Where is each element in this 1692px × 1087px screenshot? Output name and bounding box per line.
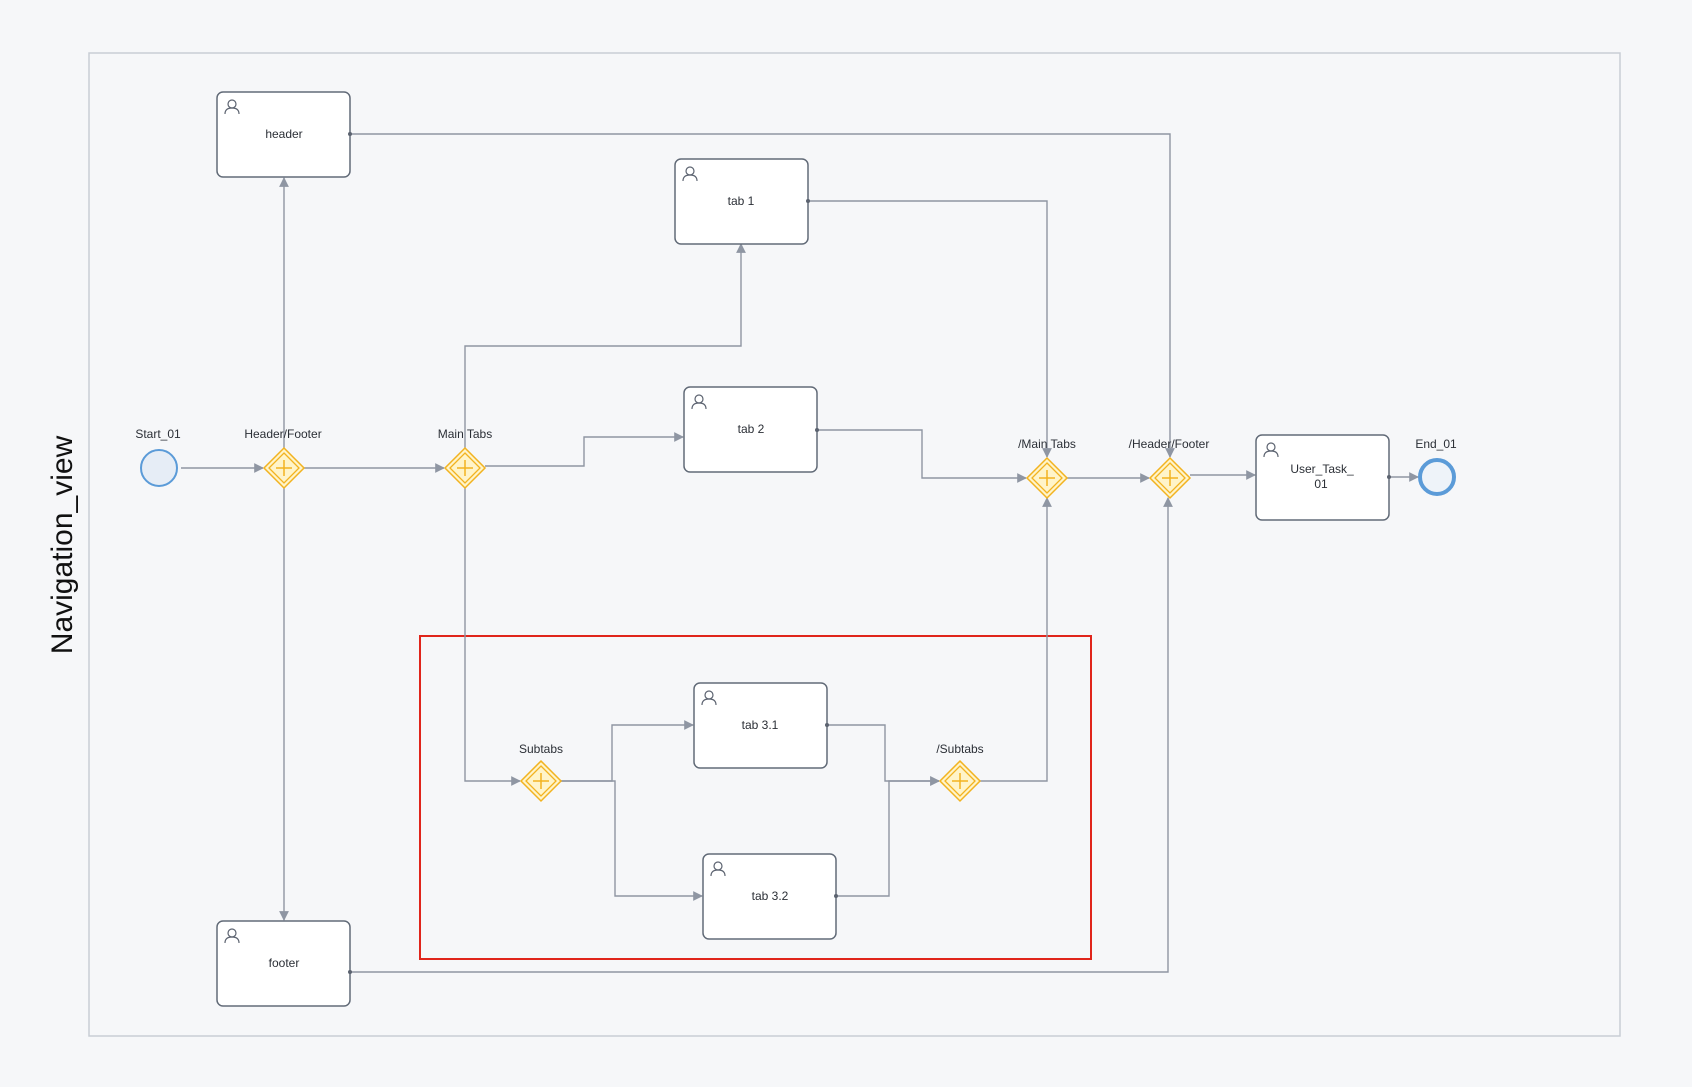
- pool-title: Navigation_view: [46, 435, 79, 654]
- pool-frame: [88, 52, 1621, 1037]
- task-tab2-label: tab 2: [738, 422, 765, 436]
- gateway-subtabs-join[interactable]: /Subtabs: [936, 742, 984, 802]
- flow-main-tabs-to-tab2[interactable]: [485, 432, 684, 467]
- flow-tab2-to-main-tabs-join[interactable]: [817, 429, 1027, 483]
- task-tab32-label: tab 3.2: [752, 889, 789, 903]
- flow-subtabs-join-to-main-tabs-join[interactable]: [980, 497, 1052, 782]
- flow-subtabs-to-tab32[interactable]: [561, 780, 703, 901]
- flow-footer-to-header-footer-join[interactable]: [350, 497, 1173, 973]
- gateway-header-footer-join[interactable]: /Header/Footer: [1129, 437, 1210, 499]
- task-footer[interactable]: footer: [216, 920, 351, 1007]
- task-tab32[interactable]: tab 3.2: [702, 853, 837, 940]
- task-header-label: header: [265, 127, 302, 141]
- start-event[interactable]: Start_01: [135, 427, 181, 487]
- gateway-subtabs-join-label: /Subtabs: [936, 742, 983, 756]
- task-tab31-label: tab 3.1: [742, 718, 779, 732]
- task-tab31[interactable]: tab 3.1: [693, 682, 828, 769]
- flow-tab32-to-subtabs-join[interactable]: [836, 776, 940, 897]
- task-header[interactable]: header: [216, 91, 351, 178]
- task-tab2[interactable]: tab 2: [683, 386, 818, 473]
- gateway-header-footer-label: Header/Footer: [244, 427, 321, 441]
- connection-dots: [348, 132, 1391, 974]
- gateway-main-tabs-label: Main Tabs: [438, 427, 492, 441]
- end-event-label: End_01: [1415, 437, 1457, 451]
- task-tab1-label: tab 1: [728, 194, 755, 208]
- task-user-task-01-label-line2: 01: [1314, 477, 1328, 491]
- gateway-header-footer-join-label: /Header/Footer: [1129, 437, 1210, 451]
- end-event[interactable]: End_01: [1415, 437, 1457, 496]
- flow-main-tabs-to-tab1[interactable]: [464, 243, 746, 448]
- task-user-task-01[interactable]: User_Task_ 01: [1255, 434, 1390, 521]
- flow-header-to-header-footer-join[interactable]: [350, 133, 1175, 458]
- task-footer-label: footer: [269, 956, 300, 970]
- flow-tab1-to-main-tabs-join[interactable]: [808, 200, 1052, 458]
- gateway-header-footer[interactable]: Header/Footer: [244, 427, 322, 489]
- task-tab1[interactable]: tab 1: [674, 158, 809, 245]
- start-event-label: Start_01: [135, 427, 181, 441]
- gateway-main-tabs[interactable]: Main Tabs: [438, 427, 492, 489]
- flow-main-tabs-to-subtabs[interactable]: [464, 488, 521, 786]
- subtabs-highlight-box[interactable]: [419, 635, 1092, 960]
- gateway-main-tabs-join[interactable]: /Main Tabs: [1018, 437, 1076, 499]
- gateway-main-tabs-join-label: /Main Tabs: [1018, 437, 1076, 451]
- gateway-subtabs[interactable]: Subtabs: [519, 742, 563, 802]
- gateway-subtabs-label: Subtabs: [519, 742, 563, 756]
- sequence-flows: [181, 133, 1419, 973]
- task-user-task-01-label-line1: User_Task_: [1290, 462, 1354, 476]
